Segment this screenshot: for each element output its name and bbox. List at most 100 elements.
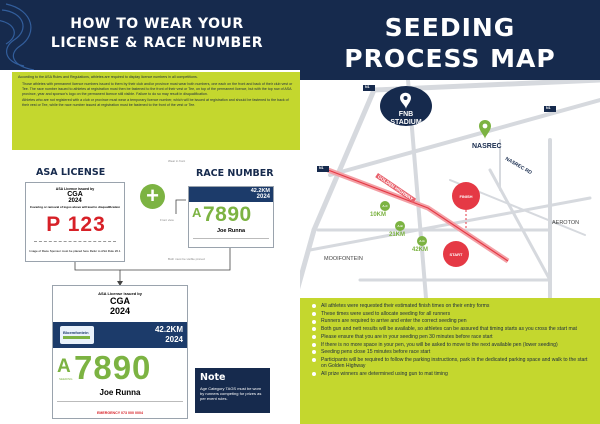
rules-lead-text: According to the ASA Rules and Regulatio… (18, 75, 198, 79)
list-item-text: Both gun and nett results will be availa… (321, 326, 577, 333)
big-license-year: 2024 (109, 306, 131, 316)
list-item: Participants will be required to follow … (312, 357, 590, 370)
tiny-note-3: Both must be visible pinned (168, 257, 205, 261)
rules-paragraph-1: Those athletes with permanent licence nu… (22, 82, 293, 97)
combined-license-bib-card: ASA License issued by CGA 2024 Bloemfont… (52, 285, 188, 419)
list-item: If there is no more space in your pen, y… (312, 342, 590, 348)
big-bib-seeding-label: SEEDING (59, 377, 73, 381)
pen-a-b-marker: A-B (397, 224, 403, 228)
seeding-map-page: SEEDING PROCESS MAP (300, 0, 600, 424)
swirl-decoration-icon (0, 3, 35, 70)
connector-lines (74, 199, 231, 286)
bib-number: 7890 (203, 203, 252, 226)
license-year: 2024 (68, 198, 82, 204)
bullet-dot-icon (312, 327, 316, 332)
map-title-line-1: SEEDING (384, 13, 516, 42)
start-marker: START (449, 252, 463, 257)
list-item: All athletes were requested their estima… (312, 303, 590, 309)
sponsor-logo-stripe (63, 336, 90, 339)
bib-footer (193, 238, 269, 244)
mooifontein-label: MOOIFONTEIN (324, 256, 363, 262)
big-license-org: CGA (110, 296, 130, 306)
page-title-line-1: HOW TO WEAR YOUR (70, 16, 244, 32)
list-item: Runners are required to arrive and enter… (312, 318, 590, 324)
list-item: These times were used to allocate seedin… (312, 311, 590, 317)
bib-distance: 42.2KM (250, 188, 270, 194)
finish-marker: FINISH (459, 194, 473, 199)
big-bib-footer: EMERGENCY 073 000 0004 (57, 401, 183, 417)
list-item-text: All athletes were requested their estima… (321, 303, 490, 309)
big-bib-pen-letter: A (57, 356, 71, 377)
bullet-dot-icon (312, 319, 316, 324)
n1-shield-2: N1 (319, 166, 324, 170)
bib-runner-name: Joe Runna (216, 228, 246, 234)
bullet-dot-icon (312, 358, 316, 363)
license-guide-page: HOW TO WEAR YOUR LICENSE & RACE NUMBER A… (0, 0, 300, 419)
map-title-line-2: PROCESS MAP (344, 44, 556, 73)
pen-a-b-distance: 21KM (389, 232, 406, 238)
pen-a-g-marker: A-G (419, 239, 425, 243)
emergency-number: EMERGENCY 073 000 0004 (96, 411, 144, 415)
license-number: P 123 (46, 213, 106, 236)
bullet-dot-icon (312, 372, 316, 377)
list-item: Seeding pens close 15 minutes before rac… (312, 349, 590, 355)
big-bib-year: 2024 (165, 335, 183, 344)
list-item: Please ensure that you are in your seedi… (312, 334, 590, 340)
bullet-dot-icon (312, 350, 316, 355)
note-heading: Note (200, 372, 226, 383)
bullet-dot-icon (312, 335, 316, 339)
sponsor-logo-text: Bloemfontein (63, 330, 89, 335)
big-bib-distance: 42.2KM (154, 325, 183, 334)
license-org: CGA (67, 191, 83, 198)
asa-license-heading: ASA LICENSE (36, 167, 106, 178)
license-divider (34, 241, 116, 242)
pen-a-g-distance: 42KM (412, 247, 429, 253)
race-number-bib-small: 42.2KM 2024 A 7890 Joe Runna (188, 186, 274, 248)
map-drawing (300, 80, 600, 298)
race-number-heading: RACE NUMBER (196, 168, 274, 179)
note-body: Age Category TAGS must be worn by runner… (200, 386, 262, 402)
license-footer-text: Image of Race Sponsor must be placed her… (29, 249, 121, 253)
big-bib-header-bar: Bloemfontein 42.2KM 2024 (53, 322, 187, 348)
big-bib-number: 7890 (74, 349, 152, 386)
seeding-rules-list: All athletes were requested their estima… (300, 298, 600, 424)
rules-paragraph-2: Athletes who are not registered with a c… (22, 98, 289, 108)
list-item-text: Participants will be required to follow … (321, 356, 588, 370)
list-item-text: Please ensure that you are in your seedi… (321, 333, 493, 340)
bib-year: 2024 (256, 194, 270, 200)
license-warning: Covering or removal of logos above will … (29, 205, 121, 209)
tiny-note-2: Front view (160, 218, 174, 222)
asa-license-card: ASA Licence issued by CGA 2024 Covering … (25, 182, 125, 262)
license-issued-text: ASA Licence issued by (55, 187, 95, 191)
list-item: All prize winners are determined using g… (312, 371, 590, 377)
page-title-line-2: LICENSE & RACE NUMBER (50, 35, 264, 51)
aeroton-label: AEROTON (552, 220, 580, 226)
bib-header-bar: 42.2KM 2024 (189, 187, 273, 202)
list-item-text: These times were used to allocate seedin… (321, 310, 451, 317)
bullet-dot-icon (312, 304, 316, 309)
stadium-label-line-2: STADIUM (390, 119, 422, 126)
age-category-note: Note Age Category TAGS must be worn by r… (195, 368, 270, 413)
asa-rules-panel: According to the ASA Rules and Regulatio… (12, 72, 300, 150)
bullet-dot-icon (312, 342, 316, 347)
list-item-text: All prize winners are determined using g… (321, 371, 448, 378)
n1-shield-3: N1 (546, 106, 551, 110)
pen-a-c-distance: 10KM (370, 212, 387, 218)
list-item-text: If there is no more space in your pen, y… (321, 341, 558, 348)
seeding-process-map: N1 N1 N1 FNB STADIUM NASREC NASREC RD GO… (300, 80, 600, 298)
list-item-text: Runners are required to arrive and enter… (321, 318, 467, 325)
tiny-note-1: Wear in front (168, 159, 186, 163)
list-item: Both gun and nett results will be availa… (312, 326, 590, 332)
stadium-label-line-1: FNB (398, 111, 414, 118)
big-bib-runner-name: Joe Runna (99, 388, 141, 397)
plus-icon: + (140, 184, 165, 209)
nasrec-label: NASREC (472, 143, 502, 150)
pen-a-c-marker: A-C (382, 204, 388, 208)
left-header-banner: HOW TO WEAR YOUR LICENSE & RACE NUMBER (0, 0, 300, 70)
list-item-text: Seeding pens close 15 minutes before rac… (321, 349, 431, 356)
n1-shield-1: N1 (365, 85, 370, 89)
bullet-dot-icon (312, 311, 316, 316)
big-license-issued-text: ASA License issued by (98, 291, 142, 296)
stadium-label: FNB STADIUM (384, 111, 428, 127)
sponsor-logo: Bloemfontein (60, 326, 94, 344)
